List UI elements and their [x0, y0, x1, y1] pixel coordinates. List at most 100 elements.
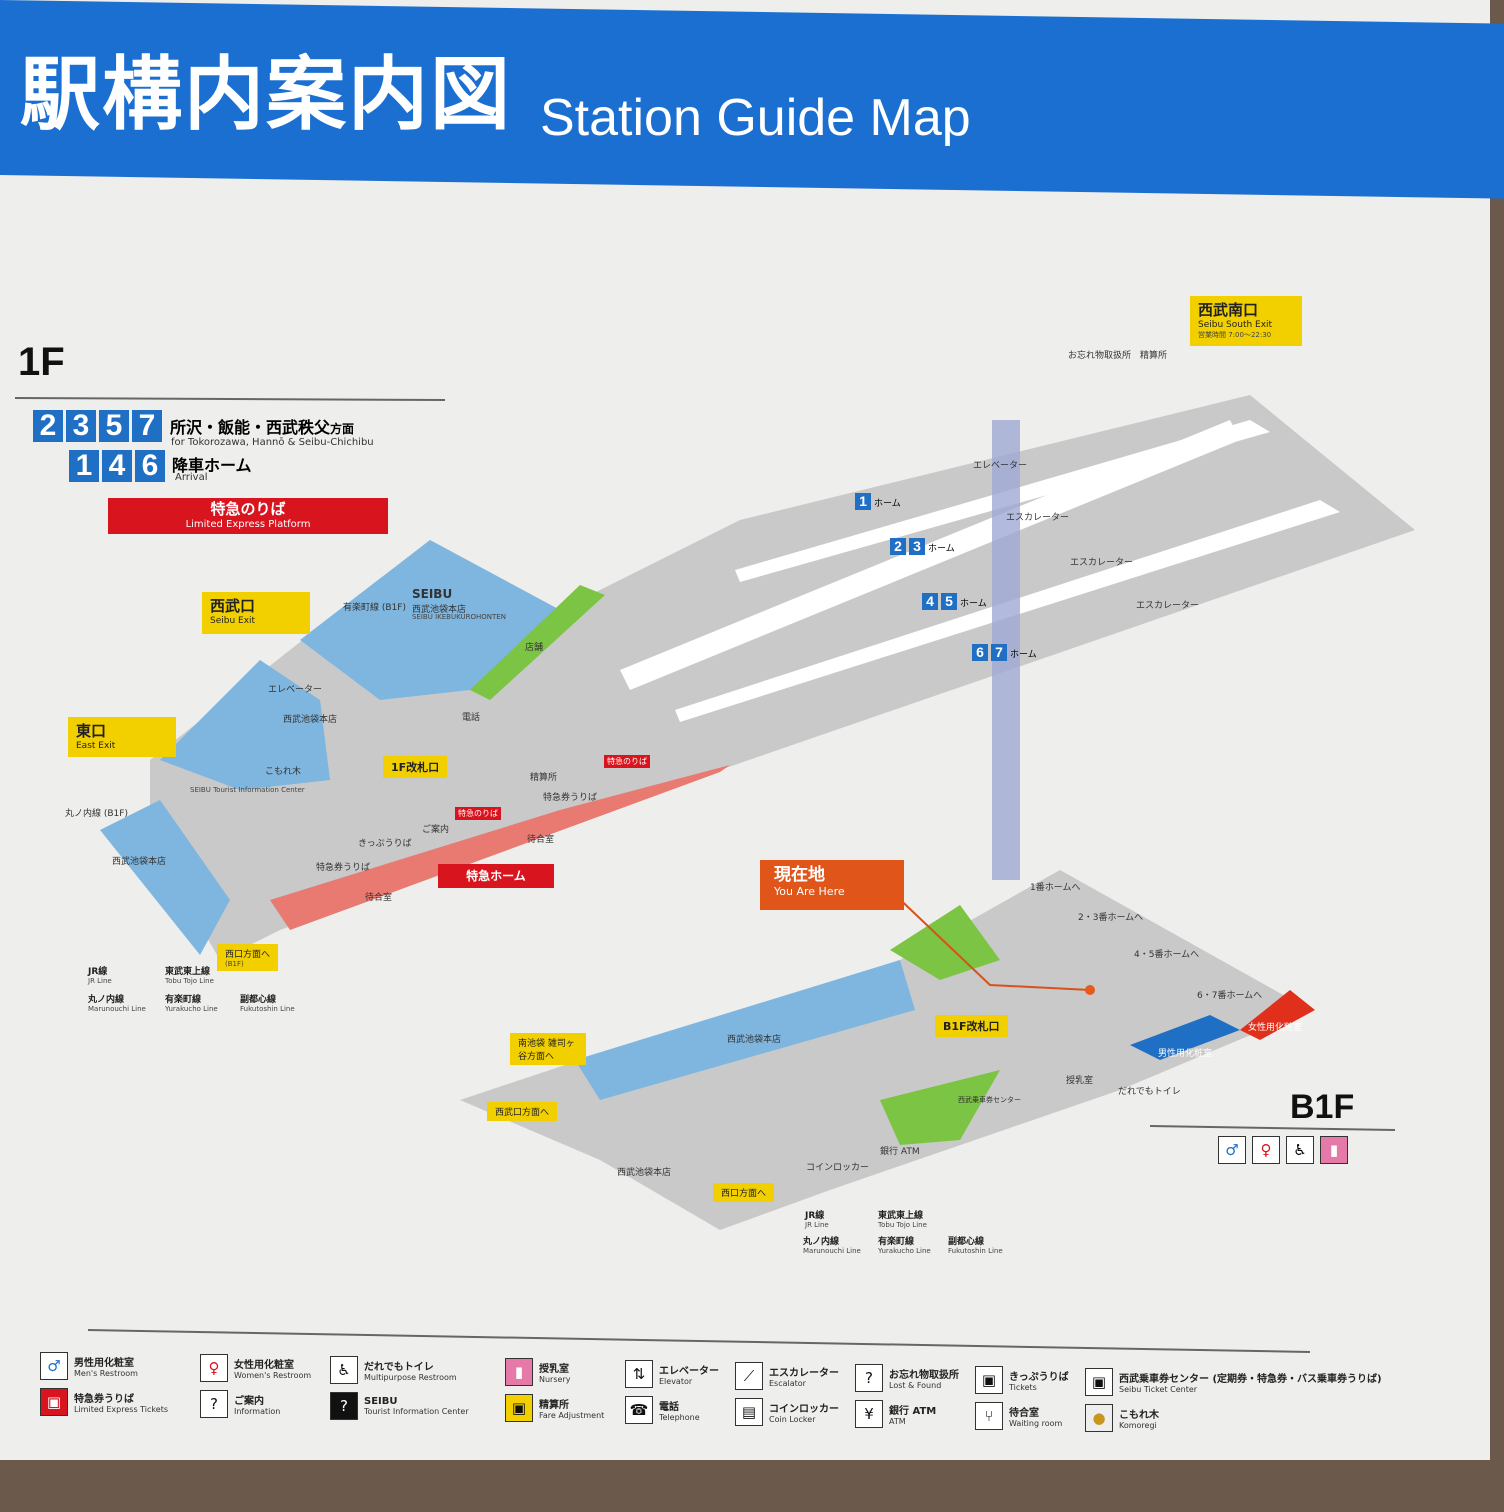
west-dir: 西口方面へ [225, 950, 271, 960]
ltd-en: Limited Express Platform [185, 519, 311, 530]
legend-jp: こもれ木 [1119, 1410, 1159, 1421]
mens-label: 男性用化粧室 [1158, 1049, 1213, 1059]
komoregi-icon: ● [1085, 1404, 1113, 1432]
platform-badge: 6 [972, 644, 988, 661]
elevator-label: エレベーター [268, 685, 323, 695]
escalator-label: エスカレーター [1070, 558, 1134, 568]
ltd-noriba-tag: 特急のりば [604, 755, 650, 768]
elevator-label: エレベーター [973, 461, 1028, 471]
legend-jp: 特急券うりば [74, 1394, 134, 1405]
you-are-here-dot [1085, 985, 1095, 995]
waiting-room-icon: ⑂ [975, 1402, 1003, 1430]
south-exit-hours: 営業時間 7:00～22:30 [1198, 331, 1272, 339]
legend-en: ATM [889, 1417, 906, 1426]
escalator-icon: ⟋ [735, 1362, 763, 1390]
1f-store-area [300, 540, 560, 700]
line-en: Marunouchi Line [803, 1246, 861, 1255]
line-en: Tobu Tojo Line [165, 976, 214, 985]
platform-badge: 7 [132, 410, 162, 442]
ltd-platform-area [270, 765, 730, 930]
legend-jp: 銀行 ATM [889, 1406, 937, 1417]
store-name: 西武池袋本店 [283, 715, 338, 725]
multipurpose-restroom-icon: ♿ [330, 1356, 358, 1384]
multipurpose-restroom-icon: ♿ [1286, 1136, 1314, 1164]
nursery-icon: ▮ [1320, 1136, 1348, 1164]
waiting-label: 待合室 [365, 893, 393, 903]
1f-shop [470, 585, 605, 700]
line-en: Yurakucho Line [165, 1004, 218, 1013]
line-en: Fukutoshin Line [948, 1246, 1003, 1255]
legend-jp: ご案内 [234, 1396, 264, 1407]
legend-jp: SEIBU [364, 1396, 398, 1407]
line-en: JR Line [88, 976, 112, 985]
legend-en: Lost & Found [889, 1381, 942, 1390]
phone-label: 電話 [462, 713, 481, 723]
men-restroom-icon: ♂ [40, 1352, 68, 1380]
nursery-icon: ▮ [505, 1358, 533, 1386]
platform-badge: 2 [33, 410, 63, 442]
to-platform-23: 2・3番ホームへ [1078, 913, 1144, 923]
ltd-tickets-label: 特急券うりば [543, 793, 598, 803]
legend-en: Telephone [659, 1413, 700, 1422]
store-name-en: SEIBU IKEBUKUROHONTEN [412, 613, 506, 621]
legend-en: Elevator [659, 1377, 693, 1386]
store-name: 西武池袋本店 [412, 605, 467, 615]
tickets-icon: ▣ [975, 1366, 1003, 1394]
line-en: Marunouchi Line [88, 1004, 146, 1013]
legend-item: ▣西武乗車券センター (定期券・特急券・バス乗車券うりば)Seibu Ticke… [1085, 1368, 1382, 1396]
south-exit-jp: 西武南口 [1198, 301, 1259, 319]
men-restroom-icon: ♂ [1218, 1136, 1246, 1164]
b1f-concourse [460, 870, 1310, 1230]
women-restroom-icon: ♀ [200, 1354, 228, 1382]
yurakucho-b1f: 有楽町線 (B1F) [343, 603, 406, 613]
east-exit-jp: 東口 [76, 722, 107, 740]
legend-en: Seibu Ticket Center [1119, 1385, 1198, 1394]
seibu-exit-dir-sign: 西武口方面へ [487, 1102, 558, 1121]
line-en: Tobu Tojo Line [878, 1220, 927, 1229]
seibu-exit-jp: 西武口 [210, 597, 256, 615]
ltd-ticket-icon: ▣ [40, 1388, 68, 1416]
south-exit-en: Seibu South Exit [1198, 320, 1273, 330]
nursery-label: 授乳室 [1066, 1076, 1094, 1086]
store-name: 西武池袋本店 [727, 1035, 782, 1045]
you-are-here-pointer [889, 889, 1091, 991]
waiting-label: 待合室 [527, 835, 555, 845]
locker-label: コインロッカー [806, 1163, 870, 1173]
platform-badge: 2 [890, 538, 906, 555]
legend-jp: きっぷうりば [1009, 1372, 1069, 1383]
telephone-icon: ☎ [625, 1396, 653, 1424]
platform-badge: 7 [991, 644, 1007, 661]
legend-en: Komoregi [1119, 1421, 1157, 1430]
b1f-gate-sign: B1F改札口 [935, 1015, 1008, 1037]
fare-adj-label: 精算所 [530, 773, 558, 783]
shop-label: 店舗 [525, 643, 544, 653]
fare-adjustment-icon: ▣ [505, 1394, 533, 1422]
east-exit-en: East Exit [76, 741, 116, 751]
